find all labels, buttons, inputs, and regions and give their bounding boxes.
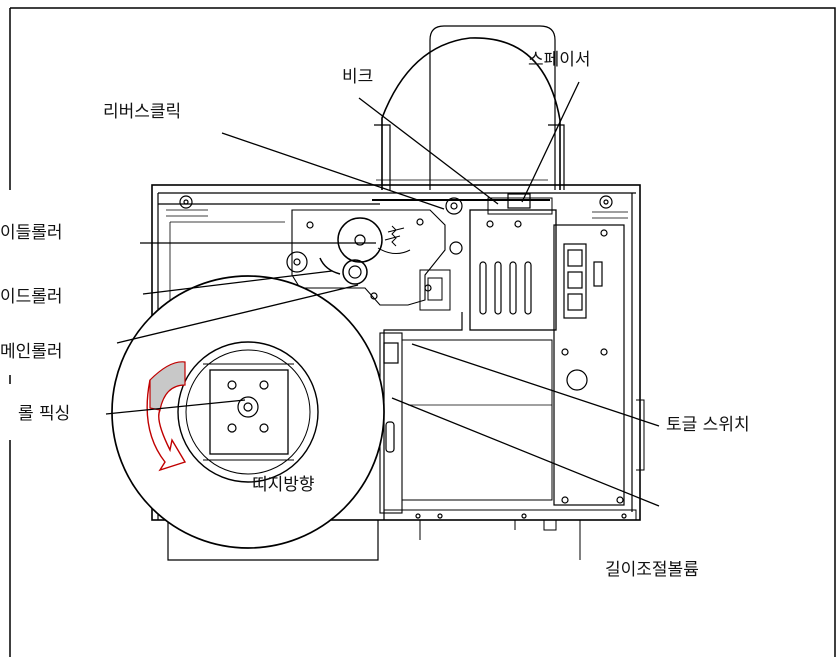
label-length-adjust: 길이조절볼륨 (605, 560, 699, 580)
control-panel (553, 224, 625, 506)
label-roll-fixing: 롤 픽싱 (18, 404, 71, 424)
label-beak: 비크 (342, 67, 374, 87)
lower-plate (379, 332, 637, 560)
roll-assembly (111, 275, 385, 561)
leader-lines (105, 81, 660, 507)
roller-mechanism (286, 197, 463, 311)
label-ribbon-direction: 띠지방향 (252, 475, 315, 495)
label-reverse-click: 리버스클릭 (103, 102, 182, 122)
label-main-roller: 메인롤러 (0, 342, 63, 362)
top-cover (374, 25, 565, 190)
ribbon-direction-arrow (146, 361, 187, 472)
label-guide-roller: 이드롤러 (0, 287, 63, 307)
label-toggle-switch: 토글 스위치 (666, 415, 750, 435)
label-idle-roller: 이들롤러 (0, 223, 63, 243)
page-border (10, 7, 836, 657)
label-spacer: 스페이서 (528, 50, 591, 70)
sensor-block (383, 193, 557, 520)
